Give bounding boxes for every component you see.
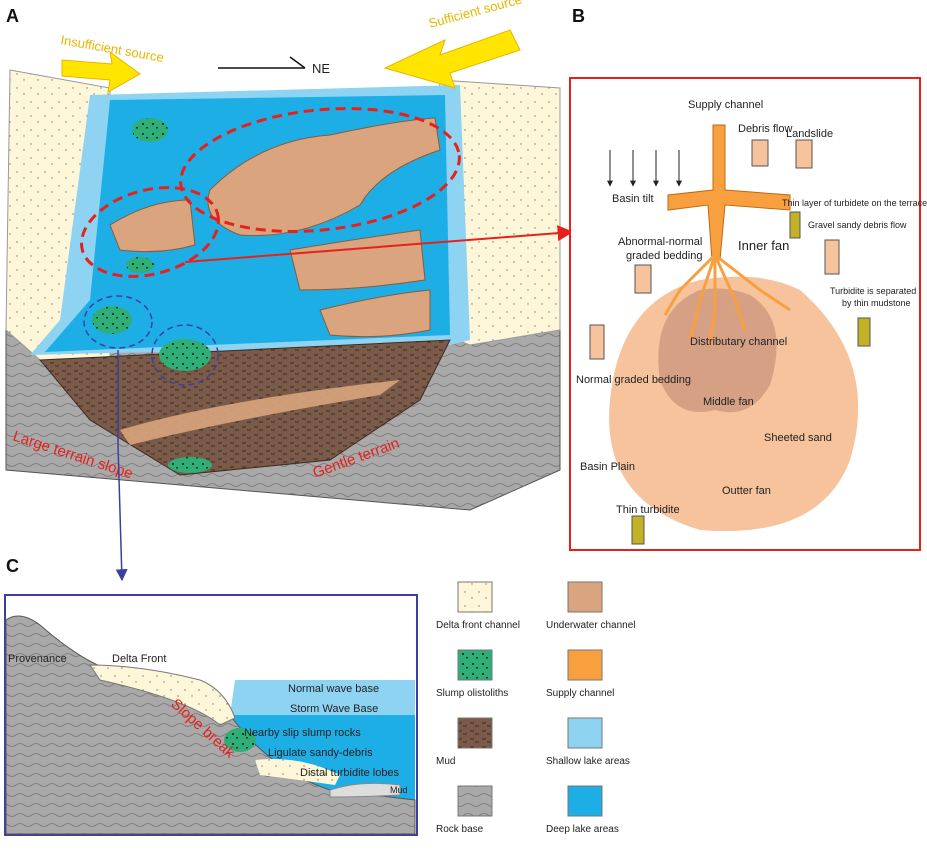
middle-fan-shape bbox=[658, 288, 777, 413]
abnormal-normal-label-2: graded bedding bbox=[626, 250, 702, 262]
sheeted-sand-label: Sheeted sand bbox=[764, 432, 832, 444]
underwater-channel-mid bbox=[289, 229, 426, 291]
sufficient-source-arrow bbox=[383, 29, 521, 89]
turbidite-separated-label-1: Turbidite is separated bbox=[830, 286, 916, 296]
thin-turbidite-core-icon bbox=[631, 515, 645, 545]
connector-arrow-to-b bbox=[184, 225, 574, 263]
normal-graded-core-icon bbox=[589, 324, 605, 360]
ligulate-sandy-debris-label: Ligulate sandy-debris bbox=[268, 747, 373, 759]
distributary-channel-label: Distributary channel bbox=[690, 336, 787, 348]
legend-label: Deep lake areas bbox=[546, 824, 619, 835]
slump-olistolith-2 bbox=[159, 339, 211, 371]
ne-label: NE bbox=[312, 61, 330, 76]
ne-arrow-head bbox=[289, 56, 306, 69]
legend-swatch bbox=[567, 581, 603, 613]
panel-b: B Supply channel Debri bbox=[569, 6, 927, 551]
legend-label: Shallow lake areas bbox=[546, 756, 630, 767]
underwater-channel-lower bbox=[319, 289, 431, 338]
connector-arrow-to-c bbox=[115, 350, 128, 582]
legend-swatch bbox=[567, 717, 603, 749]
legend-swatch bbox=[567, 649, 603, 681]
underwater-channel-large bbox=[207, 117, 441, 237]
provenance-label: Provenance bbox=[8, 653, 67, 665]
highlight-ellipse-large bbox=[179, 107, 461, 233]
normal-wave-base-label: Normal wave base bbox=[288, 683, 379, 695]
abnormal-normal-core-icon bbox=[634, 264, 652, 294]
panel-letter-a: A bbox=[6, 6, 19, 26]
legend-swatch bbox=[457, 785, 493, 817]
legend-swatch bbox=[457, 581, 493, 613]
distributary-channels bbox=[663, 253, 791, 346]
abnormal-normal-label-1: Abnormal-normal bbox=[618, 236, 702, 248]
panel-c: C Provenance Delta Front Normal wave bas… bbox=[4, 556, 418, 836]
storm-wave-base-label: Storm Wave Base bbox=[290, 703, 378, 715]
turbidite-separated-label-2: by thin mudstone bbox=[842, 298, 911, 308]
thin-turbidite-label: Thin turbidite bbox=[616, 504, 680, 516]
slump-olistolith-3 bbox=[132, 118, 168, 142]
panel-a: A NE Insuf bbox=[5, 0, 574, 582]
basin-tilt-label: Basin tilt bbox=[612, 193, 654, 205]
gravel-debris-core-icon bbox=[824, 239, 840, 275]
inner-fan-label: Inner fan bbox=[738, 238, 789, 253]
deep-water-body bbox=[225, 715, 415, 800]
legend-swatch bbox=[457, 649, 493, 681]
supply-channel-label: Supply channel bbox=[688, 99, 763, 111]
basin-plain-label: Basin Plain bbox=[580, 461, 635, 473]
slump-olistolith-4 bbox=[126, 257, 154, 273]
legend-swatch bbox=[457, 717, 493, 749]
distal-turbidite-lobes-label: Distal turbidite lobes bbox=[300, 767, 400, 779]
panel-letter-c: C bbox=[6, 556, 19, 576]
thin-layer-turbidite-label: Thin layer of turbidete on the terrace bbox=[782, 198, 927, 208]
debris-flow-core-icon bbox=[751, 139, 769, 167]
slump-rocks-blob bbox=[224, 728, 256, 752]
landslide-core-icon bbox=[795, 139, 813, 169]
slump-ellipse-1 bbox=[83, 295, 153, 349]
legend-label: Delta front channel bbox=[436, 620, 520, 631]
sandy-debris-tongue bbox=[255, 759, 340, 785]
panel-letter-b: B bbox=[572, 6, 585, 26]
turbidite-separated-core-icon bbox=[857, 317, 871, 347]
delta-front-label: Delta Front bbox=[112, 653, 166, 665]
middle-fan-label: Middle fan bbox=[703, 396, 754, 408]
slump-ellipse-2 bbox=[151, 324, 219, 386]
mud-label: Mud bbox=[390, 785, 408, 795]
sufficient-source-label: Sufficient source bbox=[427, 0, 523, 31]
normal-graded-bedding-label: Normal graded bedding bbox=[576, 374, 691, 386]
highlight-ellipse-small bbox=[80, 186, 220, 278]
sand-lenses bbox=[120, 380, 400, 445]
legend-label: Supply channel bbox=[546, 688, 614, 699]
basin-tilt-arrows bbox=[607, 150, 682, 187]
shallow-water-band bbox=[230, 680, 415, 715]
thin-layer-core-icon bbox=[789, 211, 801, 239]
debris-flow-label: Debris flow bbox=[738, 123, 792, 135]
legend-label: Slump olistoliths bbox=[436, 688, 508, 699]
landslide-label: Landslide bbox=[786, 128, 833, 140]
slump-olistolith-1 bbox=[92, 306, 132, 334]
gravel-sandy-debris-flow-label: Gravel sandy debris flow bbox=[808, 220, 907, 230]
legend: Delta front channel Underwater channelSlu… bbox=[436, 581, 636, 835]
legend-label: Rock base bbox=[436, 824, 484, 835]
delta-front-sand bbox=[89, 664, 236, 726]
nearby-slip-slump-rocks-label: Nearby slip slump rocks bbox=[244, 727, 361, 739]
legend-swatch bbox=[567, 785, 603, 817]
legend-label: Underwater channel bbox=[546, 620, 636, 631]
slump-olistolith-5 bbox=[168, 457, 212, 473]
legend-label: Mud bbox=[436, 756, 455, 767]
outter-fan-label: Outter fan bbox=[722, 485, 771, 497]
turbidite-lobes bbox=[329, 782, 401, 798]
underwater-channel-left bbox=[109, 199, 196, 253]
insufficient-source-arrow bbox=[61, 50, 141, 93]
